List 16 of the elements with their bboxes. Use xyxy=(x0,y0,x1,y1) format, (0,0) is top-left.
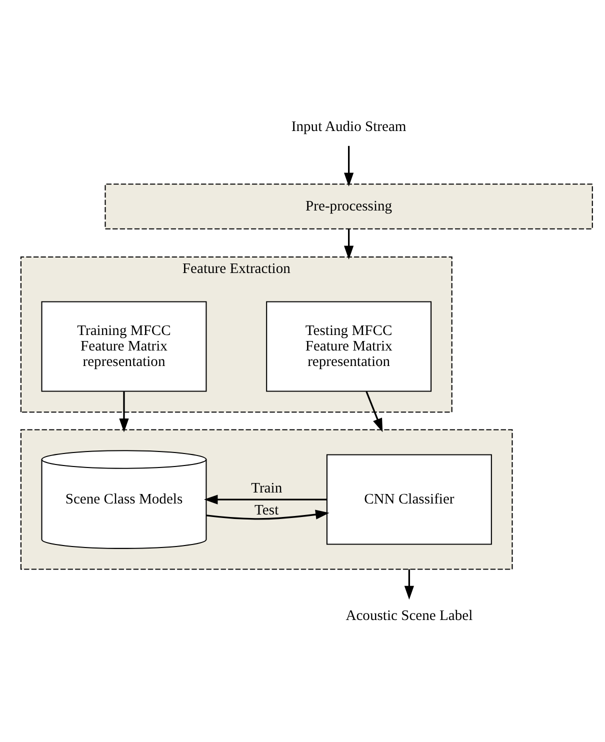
node-text: Acoustic Scene Label xyxy=(346,607,473,624)
cluster xyxy=(20,428,513,570)
arrow xyxy=(119,391,129,432)
arrow xyxy=(204,494,327,504)
node-box: CNN Classifier xyxy=(326,454,492,544)
arrow xyxy=(344,145,354,186)
node-text: Input Audio Stream xyxy=(291,118,406,134)
node-box: Training MFCC Feature Matrix representation xyxy=(41,300,207,392)
edge-label: Test xyxy=(254,502,279,518)
arrow xyxy=(404,568,414,600)
arrow xyxy=(366,390,383,432)
node-box: Pre-processing xyxy=(104,183,593,229)
arrow xyxy=(344,228,354,260)
edge-label: Train xyxy=(251,480,282,496)
arrow xyxy=(206,509,330,520)
node-box: Testing MFCC Feature Matrix representation xyxy=(266,300,432,392)
